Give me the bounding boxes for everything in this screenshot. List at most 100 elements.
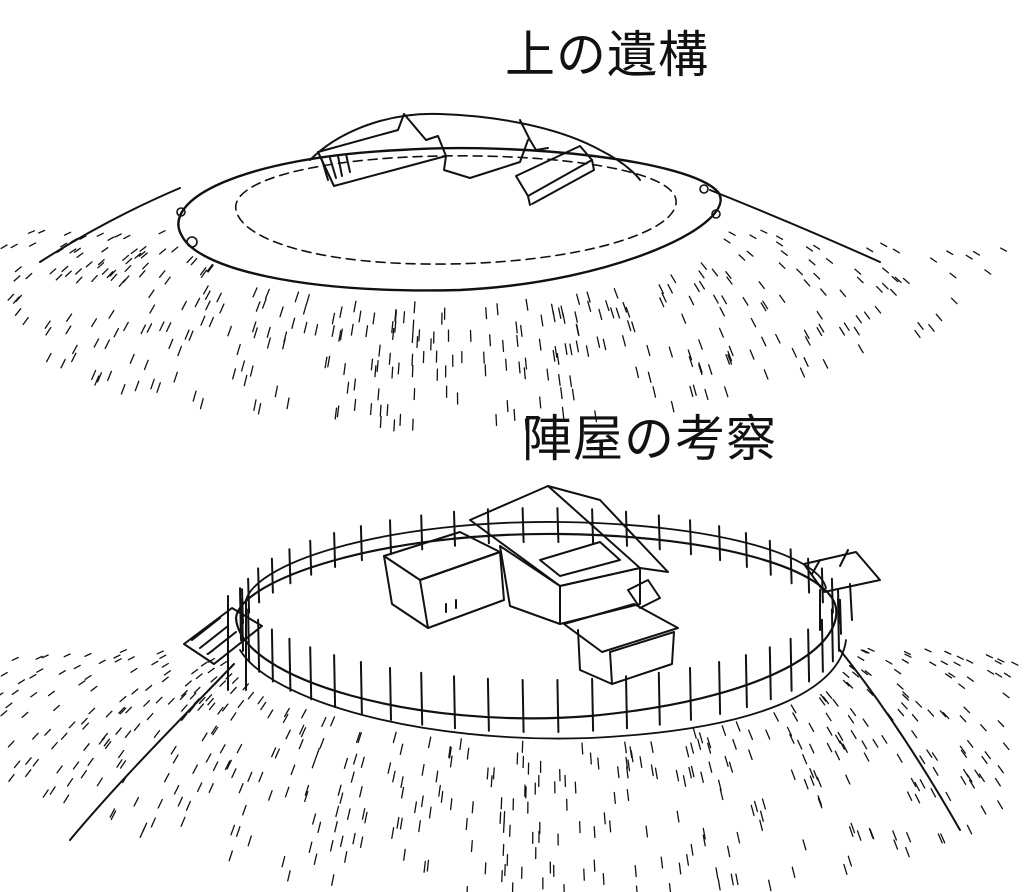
hatch-stroke bbox=[682, 775, 687, 787]
hatch-stroke bbox=[68, 721, 76, 729]
hatch-stroke bbox=[997, 800, 1004, 810]
hatch-stroke bbox=[90, 685, 98, 692]
palisade-stake bbox=[591, 677, 595, 732]
hatch-stroke bbox=[194, 297, 201, 308]
hatch-stroke bbox=[96, 777, 103, 787]
palisade-stake bbox=[689, 666, 692, 721]
hatch-stroke bbox=[594, 410, 598, 423]
hatch-stroke bbox=[29, 673, 37, 679]
hatch-stroke bbox=[198, 696, 206, 705]
hatch-stroke bbox=[157, 798, 163, 809]
hatch-stroke bbox=[939, 710, 947, 718]
hatch-stroke bbox=[143, 359, 149, 371]
hatch-stroke bbox=[261, 298, 267, 309]
hatch-stroke bbox=[122, 254, 130, 261]
hatch-stroke bbox=[980, 805, 987, 815]
hatch-stroke bbox=[813, 244, 821, 250]
hatch-stroke bbox=[403, 848, 406, 861]
hatch-stroke bbox=[459, 738, 462, 751]
hatch-stroke bbox=[927, 709, 935, 717]
hatch-stroke bbox=[151, 660, 159, 666]
hatch-stroke bbox=[652, 386, 657, 398]
hatch-stroke bbox=[358, 310, 362, 323]
hatch-stroke bbox=[650, 764, 654, 777]
hatch-stroke bbox=[645, 825, 649, 838]
hatch-stroke bbox=[134, 252, 142, 259]
palisade-stake bbox=[689, 519, 692, 556]
hatch-stroke bbox=[546, 368, 550, 381]
hatch-stroke bbox=[303, 321, 308, 334]
hatch-stroke bbox=[857, 344, 864, 354]
hatch-stroke bbox=[449, 798, 453, 811]
hatch-stroke bbox=[394, 320, 397, 333]
hatch-stroke bbox=[97, 262, 105, 269]
hatch-stroke bbox=[717, 779, 722, 792]
hatch-stroke bbox=[910, 777, 917, 788]
hatch-stroke bbox=[861, 669, 869, 676]
hatch-stroke bbox=[14, 308, 22, 316]
hatch-stroke bbox=[240, 360, 246, 372]
hatch-stroke bbox=[809, 768, 815, 779]
hatch-stroke bbox=[196, 782, 203, 793]
hatch-stroke bbox=[106, 271, 114, 279]
hatch-stroke bbox=[816, 327, 823, 337]
hatch-stroke bbox=[660, 856, 664, 869]
hatch-stroke bbox=[216, 292, 222, 303]
hatch-stroke bbox=[893, 839, 899, 850]
hatch-stroke bbox=[960, 749, 968, 758]
foundation-remains bbox=[317, 113, 595, 206]
hatch-stroke bbox=[235, 826, 241, 837]
hatch-stroke bbox=[966, 773, 973, 783]
hatch-stroke bbox=[997, 720, 1005, 728]
hatch-stroke bbox=[706, 737, 712, 749]
hatch-stroke bbox=[678, 862, 682, 875]
hatch-stroke bbox=[286, 397, 290, 410]
hatch-stroke bbox=[80, 717, 88, 725]
hatch-stroke bbox=[72, 761, 80, 770]
hatch-stroke bbox=[393, 419, 396, 432]
palisade-stake bbox=[288, 548, 292, 585]
hatch-stroke bbox=[700, 262, 708, 270]
hatch-stroke bbox=[698, 270, 705, 279]
hatch-stroke bbox=[862, 718, 869, 727]
hatch-stroke bbox=[142, 262, 149, 270]
hatch-stroke bbox=[995, 672, 1003, 678]
hatch-stroke bbox=[242, 804, 247, 816]
hatch-stroke bbox=[133, 796, 140, 807]
hatch-stroke bbox=[689, 385, 694, 398]
hatch-stroke bbox=[87, 757, 94, 767]
hatch-stroke bbox=[402, 311, 406, 324]
hatch-stroke bbox=[854, 268, 862, 275]
hatch-stroke bbox=[868, 827, 874, 839]
hatch-stroke bbox=[32, 732, 39, 740]
hatch-stroke bbox=[212, 761, 219, 772]
hatch-stroke bbox=[471, 801, 474, 814]
hatch-stroke bbox=[880, 242, 888, 248]
hatch-stroke bbox=[948, 672, 956, 678]
hatch-stroke bbox=[7, 740, 15, 748]
hatch-stroke bbox=[837, 731, 844, 742]
hatch-stroke bbox=[360, 756, 365, 768]
hatch-stroke bbox=[698, 364, 703, 376]
hatch-stroke bbox=[399, 817, 403, 830]
hatch-stroke bbox=[359, 836, 364, 849]
hatch-stroke bbox=[339, 792, 344, 804]
hatch-stroke bbox=[338, 330, 342, 342]
slope-hatching bbox=[0, 647, 1019, 892]
palisade-stake bbox=[820, 618, 824, 673]
hatch-stroke bbox=[635, 366, 640, 379]
hatch-stroke bbox=[14, 266, 22, 273]
hatch-stroke bbox=[688, 766, 692, 779]
hatch-stroke bbox=[724, 386, 729, 398]
palisade-stake bbox=[389, 666, 392, 721]
hatch-stroke bbox=[118, 749, 125, 759]
hatch-stroke bbox=[226, 759, 232, 770]
hatch-stroke bbox=[253, 399, 257, 411]
hatch-stroke bbox=[10, 243, 18, 249]
hatch-stroke bbox=[165, 322, 172, 333]
palisade-stake bbox=[837, 588, 840, 625]
hatch-stroke bbox=[967, 739, 974, 748]
hatch-stroke bbox=[803, 357, 809, 367]
hatch-stroke bbox=[5, 702, 13, 709]
